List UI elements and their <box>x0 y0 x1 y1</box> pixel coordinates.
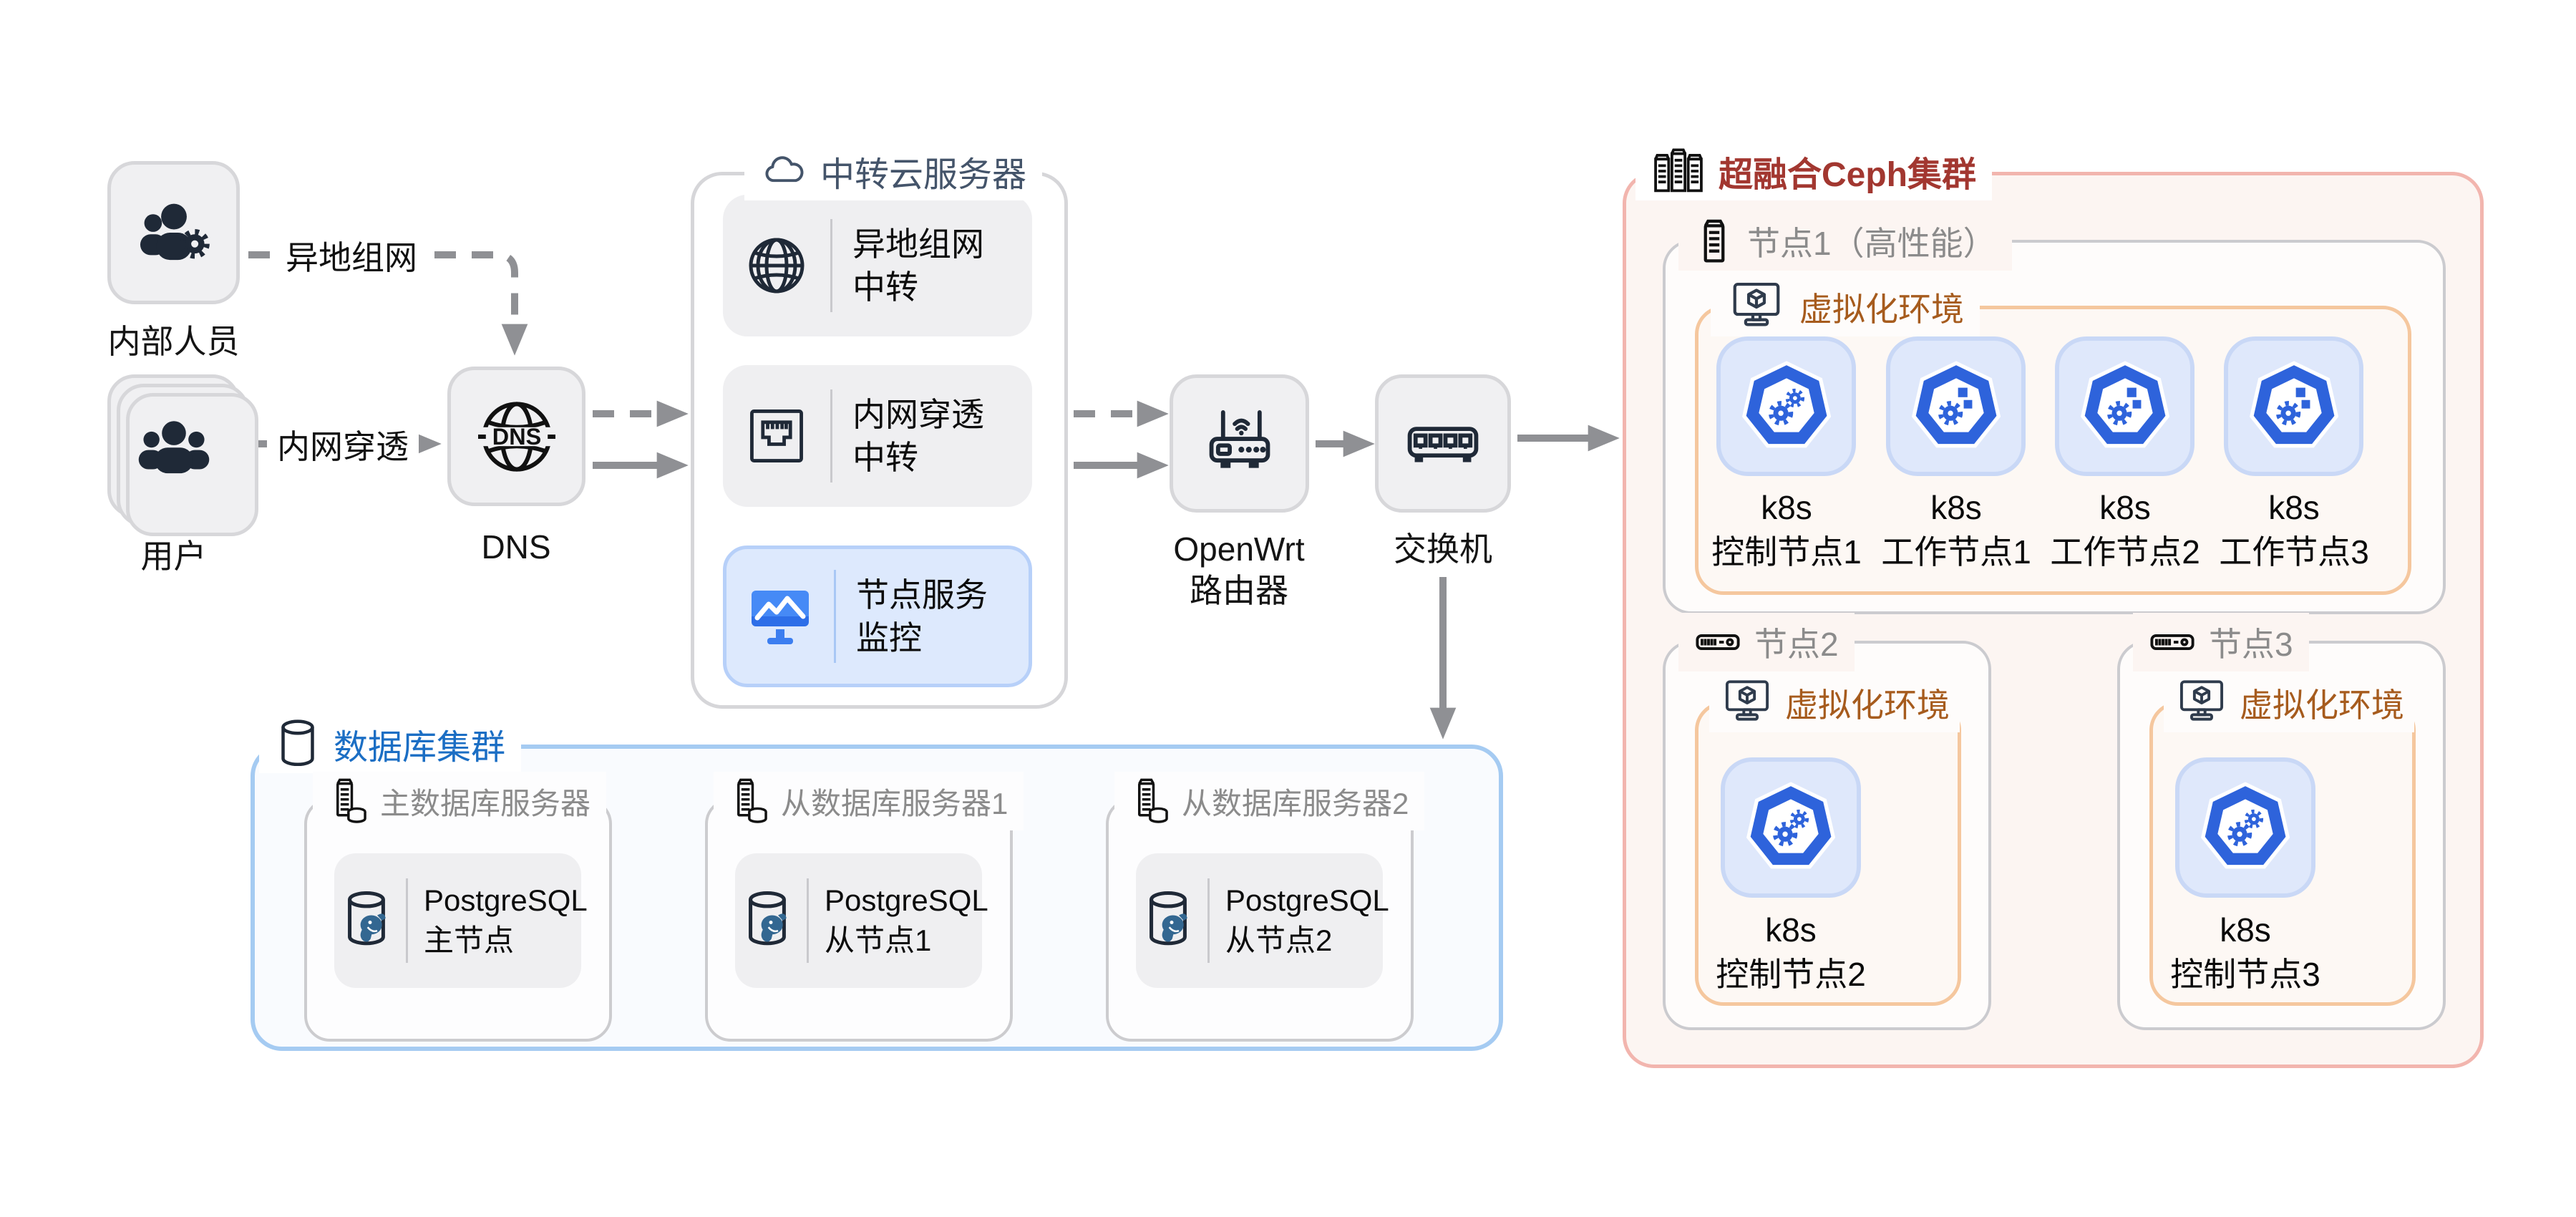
postgres-card: PostgreSQL 主节点 <box>334 853 588 988</box>
people-gear-icon <box>140 203 210 261</box>
k8s-node-card <box>2224 336 2363 476</box>
ceph-node1-title: 节点1（高性能） <box>1678 212 2012 271</box>
globe-icon <box>723 230 830 301</box>
postgres-card: PostgreSQL 从节点2 <box>1136 853 1389 988</box>
k8s-node-card <box>1886 336 2026 476</box>
divider <box>834 570 836 663</box>
ceph-node2-title: 节点2 <box>1678 613 1855 671</box>
openwrt-router-node <box>1170 374 1309 513</box>
relay-item-text: 内网穿透 中转 <box>852 396 984 476</box>
remote-network-edge-label: 异地组网 <box>276 231 427 281</box>
server-database-icon <box>336 778 366 823</box>
rack-unit-icon <box>2150 634 2195 651</box>
kubernetes-icon <box>1746 782 1836 869</box>
switch-icon <box>1407 426 1479 462</box>
monitor-cube-icon <box>1733 282 1780 326</box>
kubernetes-icon <box>2201 782 2290 869</box>
relay-server-title: 中转云服务器 <box>744 142 1043 200</box>
divider <box>1207 878 1210 963</box>
postgresql-icon <box>334 888 406 954</box>
divider <box>807 878 809 963</box>
monitor-chart-icon <box>726 581 834 652</box>
monitor-cube-icon <box>2179 680 2224 721</box>
postgres-card-text: PostgreSQL 主节点 <box>424 883 588 957</box>
server-database-icon <box>1138 778 1168 823</box>
dns-label: DNS <box>481 528 551 566</box>
internal-staff-node <box>107 161 240 304</box>
postgres-card-text: PostgreSQL 从节点2 <box>1225 883 1389 957</box>
internal-staff-label: 内部人员 <box>107 323 240 360</box>
ceph-node3-title: 节点3 <box>2133 613 2309 671</box>
node2-virtualization-title: 虚拟化环境 <box>1709 674 1960 732</box>
postgres-card: PostgreSQL 从节点1 <box>735 853 988 988</box>
monitor-cube-icon <box>1725 680 1769 721</box>
server-buildings-icon <box>1654 148 1703 193</box>
relay-item-text: 异地组网 中转 <box>852 226 984 306</box>
dns-node: DNS <box>447 367 585 506</box>
intranet-traversal-edge-label: 内网穿透 <box>267 420 419 470</box>
postgresql-icon <box>735 888 807 954</box>
relay-item-intranet-traversal: 内网穿透 中转 <box>723 365 1032 507</box>
db-server-title-primary: 主数据库服务器 <box>313 772 607 830</box>
db-server-title-replica1: 从数据库服务器1 <box>714 772 1024 830</box>
switch-label: 交换机 <box>1394 530 1492 568</box>
kubernetes-icon <box>1911 360 2001 447</box>
kubernetes-icon <box>2080 360 2169 447</box>
divider <box>830 219 832 312</box>
dns-globe-icon: DNS <box>477 401 555 472</box>
cloud-icon <box>765 156 804 183</box>
divider <box>830 389 832 483</box>
router-icon <box>1209 409 1270 468</box>
rack-unit-icon <box>1696 634 1740 651</box>
ceph-cluster-title: 超融合Ceph集群 <box>1635 142 1993 200</box>
database-icon <box>281 719 314 767</box>
users-node <box>107 374 240 518</box>
switch-node <box>1375 374 1511 513</box>
ethernet-port-icon <box>723 402 830 470</box>
openwrt-router-label: OpenWrt 路由器 <box>1173 530 1305 609</box>
k8s-node-card <box>2175 757 2315 898</box>
k8s-node-card <box>2055 336 2195 476</box>
edge-internal-staff-to-dns <box>248 251 528 356</box>
k8s-node-card <box>1716 336 1856 476</box>
postgresql-icon <box>1136 888 1207 954</box>
db-server-title-replica2: 从数据库服务器2 <box>1114 772 1425 830</box>
k8s-node-card <box>1721 757 1861 898</box>
server-tower-icon <box>1703 219 1725 263</box>
server-database-icon <box>737 778 767 823</box>
relay-item-node-monitoring: 节点服务 监控 <box>723 546 1032 687</box>
node1-virtualization-title: 虚拟化环境 <box>1711 278 1980 336</box>
relay-item-remote-network: 异地组网 中转 <box>723 195 1032 336</box>
node3-virtualization-title: 虚拟化环境 <box>2164 674 2414 732</box>
users-label: 用户 <box>140 538 207 575</box>
relay-item-text: 节点服务 监控 <box>856 576 988 656</box>
db-cluster-title: 数据库集群 <box>259 714 522 773</box>
people-icon <box>138 421 209 474</box>
postgres-card-text: PostgreSQL 从节点1 <box>825 883 988 957</box>
kubernetes-icon <box>1741 360 1831 447</box>
divider <box>406 878 408 963</box>
kubernetes-icon <box>2249 360 2338 447</box>
svg-text:DNS: DNS <box>492 423 540 449</box>
